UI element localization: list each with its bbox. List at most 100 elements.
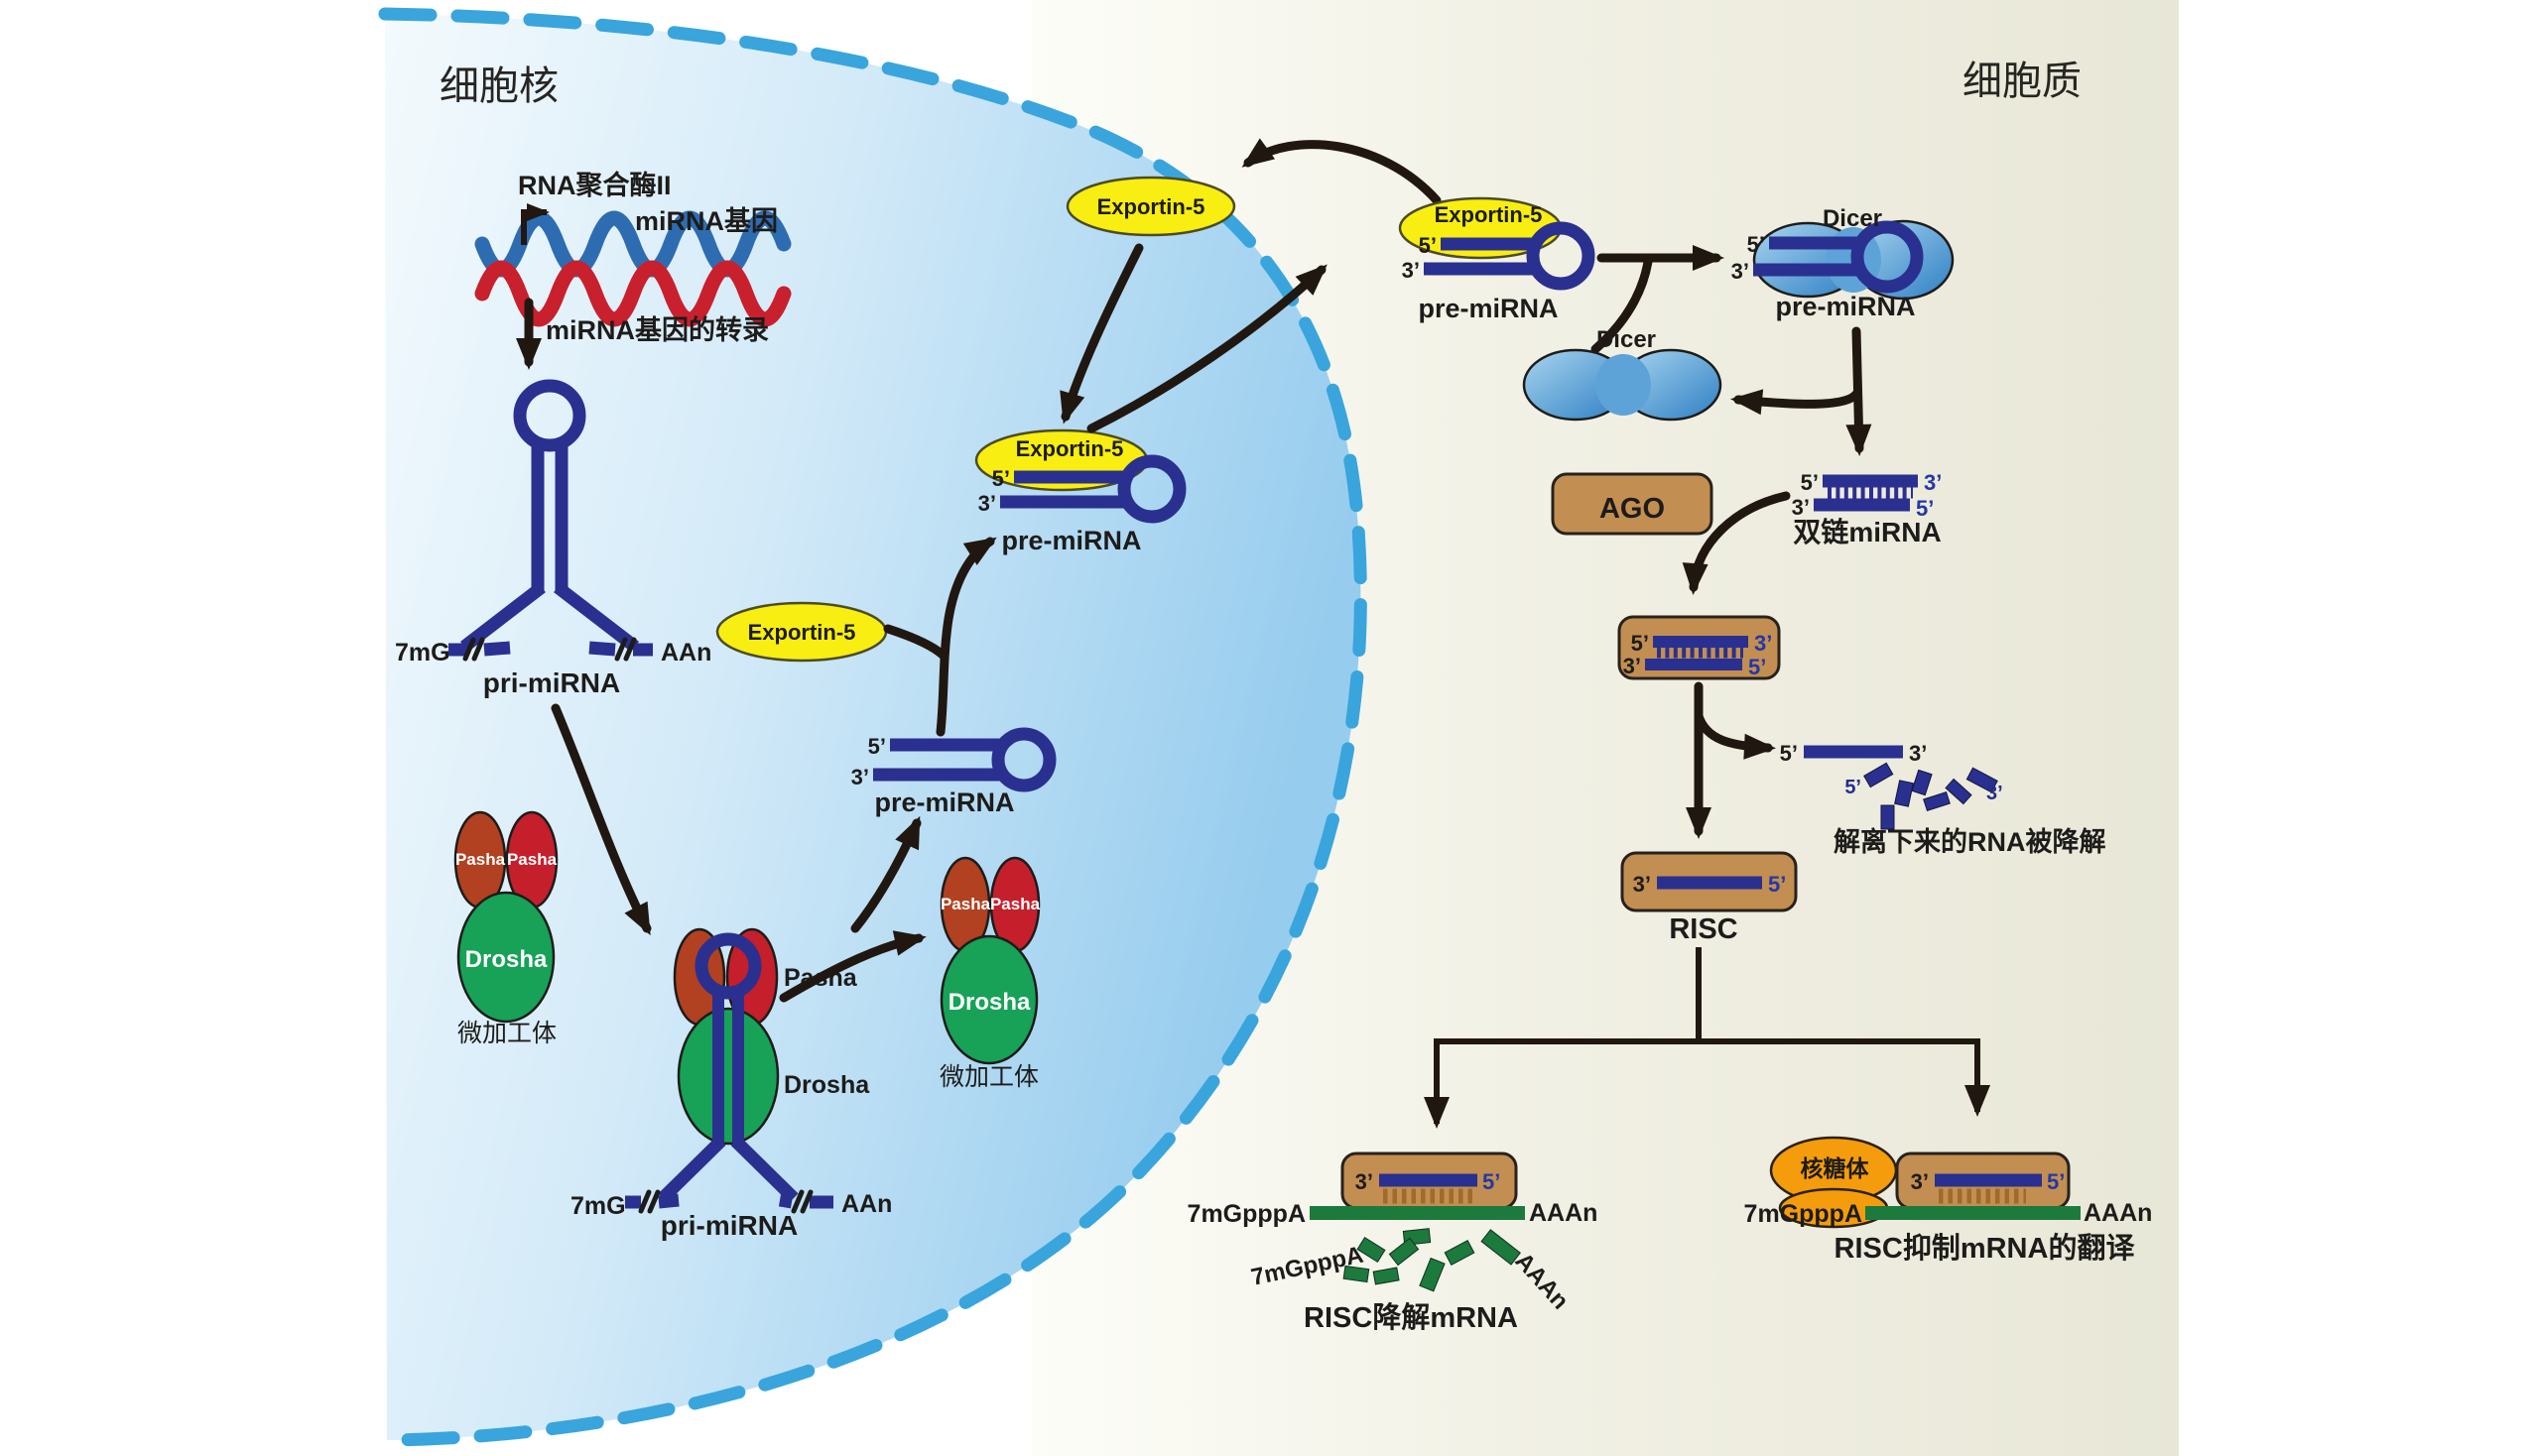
arrow-export-to-cytoplasm [1086,264,1328,433]
arrow-complex-to-pre-mirna [850,815,922,933]
nucleus-label: 细胞核 [440,64,559,108]
exportin5-label: Exportin-5 [1435,202,1543,227]
arrow-pre-mirna-to-export-complex [936,537,997,737]
three-prime-label: 3’ [851,765,869,789]
pasha-label: Pasha [507,850,558,869]
risc-on-mrna-inhibition: 核糖体 3’ 5’ 7mGpppA AAAn [1744,1136,2152,1229]
pre-mirna-label: pre-miRNA [1001,526,1141,555]
arrow-exportin5-to-complex [1060,243,1144,425]
three-prime-label: 3’ [1355,1169,1373,1194]
dicer-label: Dicer [1823,205,1882,232]
drosha-label: Drosha [465,946,548,973]
five-prime-label: 5’ [1748,655,1766,679]
five-prime-label: 5’ [1747,232,1765,257]
risc-degrades-mrna-label: RISC降解mRNA [1304,1301,1518,1334]
ago-duplex-assembly: 5’ 3’ 3’ 5’ [1617,615,1781,680]
three-prime-label: 3’ [1924,470,1942,495]
dicer-enzyme-free [1522,348,1722,422]
three-prime-label: 3’ [1623,654,1641,678]
exportin5-label: Exportin-5 [1016,436,1124,461]
pri-mirna-polya-label: AAn [841,1190,892,1218]
three-prime-label: 3’ [1402,258,1420,283]
pri-mirna-cap-label: 7mG [395,639,450,667]
five-prime-label: 5’ [1482,1169,1500,1194]
pri-mirna-hairpin [448,379,653,662]
arrow-exportin5-recycle [1241,138,1442,205]
mrna-polya-label: AAAn [1529,1199,1597,1227]
promoter-arrow-icon [521,203,550,245]
risc-on-mrna-degradation: 3’ 5’ 7mGpppA AAAn [1188,1152,1597,1228]
microprocessor-label: 微加工体 [457,1020,557,1047]
ago-box [1551,472,1713,536]
arrow-passenger-strand-release [1694,711,1776,760]
pre-mirna-nuclear [873,727,1057,792]
duplex-mirna-label: 双链miRNA [1793,517,1941,547]
five-prime-label: 5’ [1916,496,1934,521]
three-prime-label: 3’ [1792,495,1810,520]
pri-mirna-cap-label: 7mG [570,1192,626,1220]
nuclear-membrane [378,7,1367,1447]
ago-label: AGO [1599,493,1665,525]
three-prime-label: 3’ [1909,741,1927,766]
three-prime-label: 3’ [978,491,996,516]
five-prime-label: 5’ [1801,470,1819,495]
microprocessor-bound-pri-mirna: Pasha Drosha [625,927,870,1214]
pri-mirna-polya-label: AAn [661,639,711,667]
pre-mirna-label: pre-miRNA [874,788,1014,817]
exportin5-oval [1066,176,1236,237]
risc-complex: 3’ 5’ [1620,851,1798,912]
three-prime-label: 3’ [1986,783,2003,804]
pri-mirna-label: pri-miRNA [661,1210,798,1241]
dicer-label: Dicer [1596,326,1656,353]
mirna-duplex: 5’ 3’ 3’ 5’ [1792,470,1943,521]
pre-mirna-label: pre-miRNA [1775,292,1915,321]
pasha-label: Pasha [455,850,506,869]
five-prime-label: 5’ [1844,777,1861,798]
exportin5-pre-mirna-complex-nuclear: Exportin-5 5’ 3’ [974,428,1187,524]
pasha-label: Pasha [941,895,991,913]
mrna-cap-label: 7mGpppA [1188,1200,1306,1228]
five-prime-label: 5’ [868,734,886,759]
pre-mirna-label: pre-miRNA [1418,294,1558,323]
three-prime-label: 3’ [1754,631,1772,656]
exportin5-label: Exportin-5 [748,620,856,645]
drosha-label: Drosha [784,1071,870,1099]
passenger-strand: 5’ 3’ [1780,741,1928,766]
pasha-label: Pasha [990,895,1041,913]
five-prime-label: 5’ [1631,631,1649,656]
exportin5-pre-mirna-complex-cytoplasmic: Exportin-5 5’ 3’ [1398,196,1595,291]
microprocessor-complex-released: Pasha Pasha Drosha [940,856,1041,1065]
ribosome-label: 核糖体 [1801,1155,1870,1181]
branch-trunk [1434,947,1980,1044]
pri-mirna-label: pri-miRNA [483,667,620,698]
exportin5-label: Exportin-5 [1097,194,1205,219]
arrow-recycle-dicer [1730,388,1862,416]
rna-polymerase-label: RNA聚合酶II [518,170,672,200]
degraded-rna-fragments: 5’ 3’ [1844,762,2003,830]
mirna-gene-label: miRNA基因 [635,206,778,236]
cytoplasm-label: 细胞质 [1962,60,2082,103]
arrow-complex-to-free-microprocessor [779,930,927,1003]
three-prime-label: 3’ [1911,1169,1929,1194]
microprocessor-complex-free: Pasha Pasha Drosha [453,810,559,1024]
three-prime-label: 3’ [1633,872,1651,897]
arrow-duplex-to-ago [1682,491,1791,595]
three-prime-label: 3’ [1731,259,1749,284]
risc-label: RISC [1669,913,1737,945]
mrna-polya-label: AAAn [2084,1199,2152,1227]
mrna-cap-label: 7mGpppA [1744,1200,1862,1228]
arrow-dicer-join [1590,257,1653,354]
five-prime-label: 5’ [1419,233,1437,258]
nucleus-region [385,14,1361,1440]
five-prime-label: 5’ [1780,741,1798,766]
microprocessor-label: 微加工体 [940,1063,1039,1091]
drosha-label: Drosha [949,989,1031,1016]
five-prime-label: 5’ [1768,872,1786,897]
risc-inhibits-translation-label: RISC抑制mRNA的翻译 [1835,1231,2136,1265]
released-rna-degraded-label: 解离下来的RNA被降解 [1834,826,2106,857]
five-prime-label: 5’ [992,466,1010,491]
dicer-pre-mirna-complex: 5’ 3’ [1731,219,1955,301]
transcription-label: miRNA基因的转录 [546,314,769,345]
arrow-pri-to-microprocessor [551,703,652,936]
